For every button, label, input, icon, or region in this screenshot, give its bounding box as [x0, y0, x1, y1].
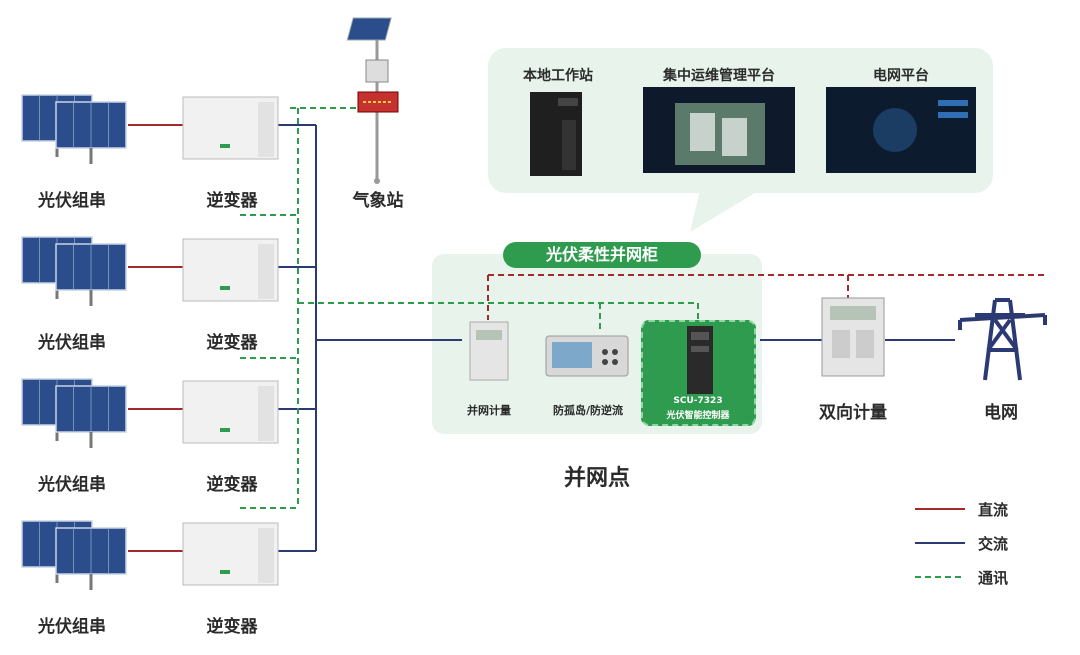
- power-tower-icon: [958, 298, 1047, 381]
- grid-label: 电网: [984, 403, 1018, 423]
- comm-lines: [240, 107, 699, 509]
- grid-point-label: 并网点: [563, 466, 631, 491]
- solar-panel-icon: [21, 236, 127, 306]
- inverter-icon: [182, 380, 279, 444]
- bidirectional-meter-icon: [821, 297, 885, 377]
- grid-meter-label: 并网计量: [467, 404, 511, 417]
- grid-platform-label: 电网平台: [873, 68, 929, 84]
- controller-panel: [641, 320, 756, 426]
- inverter-label-2: 逆变器: [206, 333, 258, 353]
- controller-model-label: SCU-7323: [673, 396, 723, 406]
- ac-lines: [278, 124, 955, 552]
- inverter-label-3: 逆变器: [206, 475, 258, 495]
- inverter-icon: [182, 96, 279, 160]
- solar-panel-icon: [21, 378, 127, 448]
- inverter-label-4: 逆变器: [206, 617, 258, 637]
- legend-ac: 交流: [978, 535, 1009, 553]
- pv-string-label-4: 光伏组串: [38, 617, 106, 637]
- grid-meter-icon: [469, 321, 509, 381]
- solar-panel-icon: [21, 94, 127, 164]
- workstation-label: 本地工作站: [523, 68, 593, 84]
- weather-station-label: 气象站: [352, 191, 404, 211]
- solar-panel-icon: [21, 520, 127, 590]
- legend-dc: 直流: [978, 501, 1009, 519]
- pv-string-label-3: 光伏组串: [38, 475, 106, 495]
- ops-platform-screenshot: [643, 87, 795, 173]
- pv-string-label-1: 光伏组串: [38, 191, 106, 211]
- bidirectional-meter-label: 双向计量: [819, 403, 887, 423]
- platform-callout-tail: [690, 190, 760, 232]
- grid-platform-screenshot: [826, 87, 976, 173]
- ops-platform-label: 集中运维管理平台: [663, 68, 775, 84]
- weather-station-icon: [346, 17, 399, 184]
- meter-comm-lines: [487, 274, 1045, 320]
- anti-island-device-icon: [545, 335, 629, 377]
- anti-island-label: 防孤岛/防逆流: [552, 404, 624, 417]
- inverter-icon: [182, 522, 279, 586]
- legend-lines: [915, 508, 965, 578]
- dc-lines: [128, 124, 185, 552]
- controller-name-label: 光伏智能控制器: [666, 411, 730, 421]
- inverter-label-1: 逆变器: [206, 191, 258, 211]
- controller-device-icon: [687, 326, 713, 394]
- workstation-icon: [530, 92, 582, 176]
- cabinet-title: 光伏柔性并网柜: [503, 242, 701, 268]
- pv-string-label-2: 光伏组串: [38, 333, 106, 353]
- inverter-icon: [182, 238, 279, 302]
- legend-comm: 通讯: [978, 569, 1009, 587]
